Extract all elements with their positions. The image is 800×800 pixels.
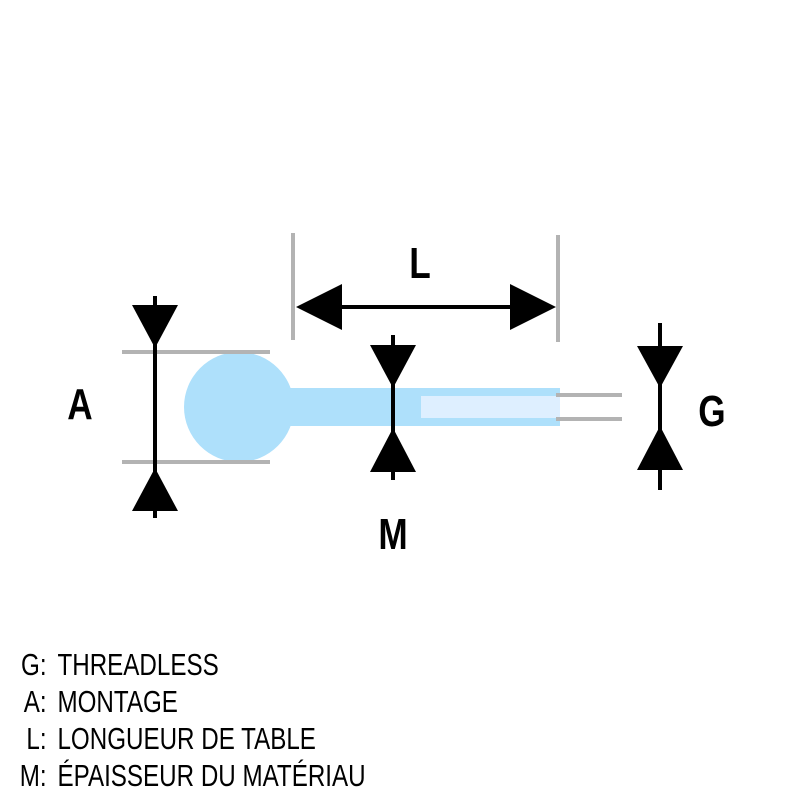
arrow-left-icon — [296, 284, 342, 330]
arrow-up-icon — [637, 426, 683, 470]
part-inner-section — [421, 396, 560, 418]
label-g: G — [698, 387, 725, 436]
legend-text: THREADLESS — [57, 646, 219, 682]
arrow-down-icon — [370, 345, 416, 388]
legend-text: ÉPAISSEUR DU MATÉRIAU — [57, 757, 366, 793]
dimension-a — [132, 296, 178, 518]
part-shape — [184, 352, 560, 462]
legend-key: L: — [26, 720, 47, 756]
legend-text: LONGUEUR DE TABLE — [57, 720, 316, 756]
legend-key: A: — [23, 683, 47, 719]
dimension-m — [370, 335, 416, 480]
extension-lines — [122, 233, 622, 464]
legend-item-l: L: LONGUEUR DE TABLE — [6, 720, 366, 757]
legend-key: M: — [19, 757, 47, 793]
legend: G: THREADLESS A: MONTAGE L: LONGUEUR DE TAB… — [6, 646, 467, 794]
part-head — [184, 352, 294, 462]
label-a: A — [67, 380, 92, 429]
legend-item-a: A: MONTAGE — [6, 683, 366, 720]
dimension-g — [637, 323, 683, 490]
arrow-down-icon — [637, 346, 683, 388]
legend-item-m: M: ÉPAISSEUR DU MATÉRIAU — [6, 757, 366, 794]
legend-key: G: — [21, 646, 47, 682]
legend-item-g: G: THREADLESS — [6, 646, 366, 683]
label-m: M — [378, 510, 407, 559]
arrow-right-icon — [510, 284, 556, 330]
arrow-up-icon — [370, 428, 416, 472]
arrow-down-icon — [132, 305, 178, 348]
label-l: L — [409, 239, 431, 288]
arrow-up-icon — [132, 468, 178, 511]
legend-text: MONTAGE — [57, 683, 178, 719]
dimension-l — [296, 284, 556, 330]
